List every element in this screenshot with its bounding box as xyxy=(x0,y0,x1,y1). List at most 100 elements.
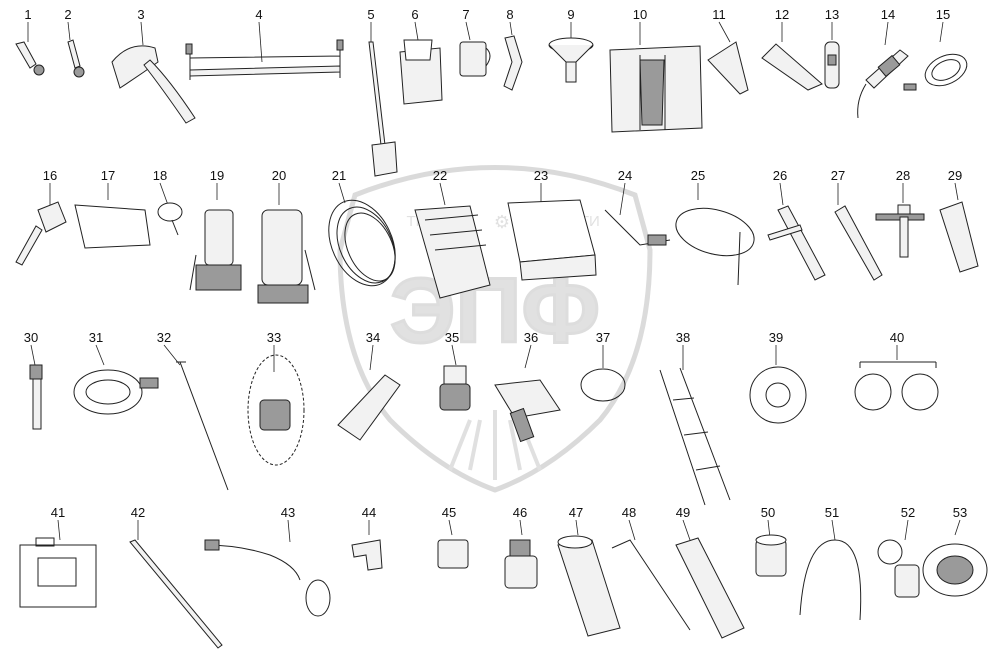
part-16-nozzle-icon xyxy=(15,201,67,266)
part-27-pin-icon xyxy=(834,205,883,281)
part-42-rod-icon xyxy=(129,539,223,649)
callout-16: 16 xyxy=(43,168,57,183)
callout-37: 37 xyxy=(596,330,610,345)
callout-46: 46 xyxy=(513,505,527,520)
part-26-wrench-icon xyxy=(767,205,826,281)
part-5-shovel-icon xyxy=(368,41,398,177)
part-14-grease-gun-icon xyxy=(857,49,909,119)
callout-17: 17 xyxy=(101,168,115,183)
part-28-bolt-icon xyxy=(875,204,925,258)
part-34-bracket-icon xyxy=(337,374,401,441)
callout-6: 6 xyxy=(411,7,418,22)
part-48-crowbar-icon xyxy=(611,539,691,631)
part-6-bucket-icon xyxy=(399,39,443,105)
callout-1: 1 xyxy=(24,7,31,22)
callout-28: 28 xyxy=(896,168,910,183)
callout-3: 3 xyxy=(137,7,144,22)
callout-21: 21 xyxy=(332,168,346,183)
part-46-pump-icon xyxy=(504,539,538,589)
callout-41: 41 xyxy=(51,505,65,520)
callout-40: 40 xyxy=(890,330,904,345)
callout-49: 49 xyxy=(676,505,690,520)
callout-18: 18 xyxy=(153,168,167,183)
callout-12: 12 xyxy=(775,7,789,22)
callout-22: 22 xyxy=(433,168,447,183)
callout-39: 39 xyxy=(769,330,783,345)
part-12-bar-icon xyxy=(761,43,823,91)
callout-32: 32 xyxy=(157,330,171,345)
callout-51: 51 xyxy=(825,505,839,520)
part-32-rod-icon xyxy=(176,361,229,491)
part-45-nut-icon xyxy=(437,539,469,569)
part-44-elbow-icon xyxy=(351,539,383,571)
part-7-cup-icon xyxy=(459,41,491,77)
callout-50: 50 xyxy=(761,505,775,520)
callout-36: 36 xyxy=(524,330,538,345)
callout-30: 30 xyxy=(24,330,38,345)
callout-47: 47 xyxy=(569,505,583,520)
callout-29: 29 xyxy=(948,168,962,183)
part-29-sleeve-icon xyxy=(939,201,979,273)
part-43-lamp-icon xyxy=(204,539,331,617)
part-30-bolt-icon xyxy=(29,364,43,430)
part-51-cable-icon xyxy=(799,539,862,621)
part-10-bag-icon xyxy=(609,45,703,133)
part-31-reel-icon xyxy=(73,369,159,415)
part-18-gauge-icon xyxy=(157,202,183,236)
callout-45: 45 xyxy=(442,505,456,520)
callout-33: 33 xyxy=(267,330,281,345)
callout-2: 2 xyxy=(64,7,71,22)
callout-52: 52 xyxy=(901,505,915,520)
part-21-coil-icon xyxy=(328,199,396,287)
part-11-scraper-icon xyxy=(707,41,749,95)
part-49-lever-icon xyxy=(675,537,745,639)
part-40-bearing-icon xyxy=(854,361,939,411)
watermark-wheat xyxy=(448,410,542,480)
callout-24: 24 xyxy=(618,168,632,183)
part-37-ring-icon xyxy=(580,368,626,402)
part-24-tube-icon xyxy=(604,209,671,246)
callout-42: 42 xyxy=(131,505,145,520)
callout-13: 13 xyxy=(825,7,839,22)
part-36-clamp-icon xyxy=(494,379,561,443)
part-52-tow-ring-icon xyxy=(877,539,920,598)
part-25-cable-icon xyxy=(675,207,755,286)
callout-9: 9 xyxy=(567,7,574,22)
callout-5: 5 xyxy=(367,7,374,22)
part-20-jack-icon xyxy=(257,209,316,304)
part-13-plug-icon xyxy=(824,41,840,89)
callout-35: 35 xyxy=(445,330,459,345)
part-2-wrench-icon xyxy=(67,39,85,78)
part-39-bearing-icon xyxy=(749,366,807,424)
callout-25: 25 xyxy=(691,168,705,183)
callout-23: 23 xyxy=(534,168,548,183)
callout-26: 26 xyxy=(773,168,787,183)
callout-43: 43 xyxy=(281,505,295,520)
callout-20: 20 xyxy=(272,168,286,183)
part-19-jack-icon xyxy=(189,209,242,291)
part-41-canister-icon xyxy=(19,537,97,608)
callout-19: 19 xyxy=(210,168,224,183)
callout-7: 7 xyxy=(462,7,469,22)
part-4-saw-icon xyxy=(185,39,344,80)
part-35-adapter-icon xyxy=(439,365,471,411)
callout-53: 53 xyxy=(953,505,967,520)
callout-48: 48 xyxy=(622,505,636,520)
part-15-hose-icon xyxy=(903,53,968,91)
part-8-pipe-icon xyxy=(503,35,523,91)
part-50-cup-icon xyxy=(755,534,787,577)
callout-14: 14 xyxy=(881,7,895,22)
part-9-funnel-icon xyxy=(548,37,594,83)
callout-15: 15 xyxy=(936,7,950,22)
part-22-manual-icon xyxy=(414,205,491,299)
leader-lines xyxy=(27,21,961,543)
part-1-wrench-icon xyxy=(15,41,45,76)
part-17-tarp-icon xyxy=(74,204,151,249)
callout-10: 10 xyxy=(633,7,647,22)
callout-44: 44 xyxy=(362,505,376,520)
callout-38: 38 xyxy=(676,330,690,345)
watermark-gear-icon: ⚙ xyxy=(494,212,510,232)
watermark: ТРАКТОР ⚙ ЗАПЧАСТИ ЭПФ xyxy=(337,165,653,493)
callout-11: 11 xyxy=(712,7,726,22)
